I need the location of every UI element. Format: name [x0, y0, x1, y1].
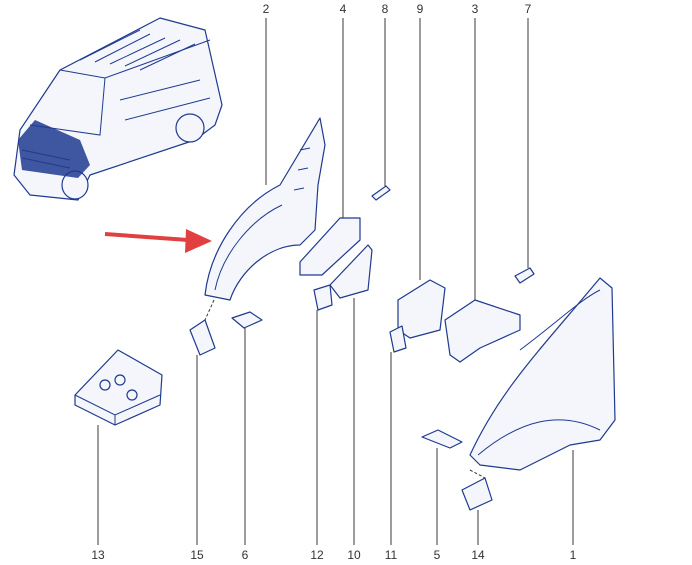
- callout-11: 11: [385, 548, 398, 562]
- callout-7: 7: [525, 2, 532, 16]
- part-7-clip: [514, 267, 535, 284]
- callout-15: 15: [190, 548, 204, 562]
- part-15-bracket: [189, 319, 216, 356]
- part-10-bracket: [329, 244, 373, 299]
- callout-1: 1: [570, 548, 577, 562]
- part-4-bracket: [299, 217, 361, 276]
- part-3-support: [444, 299, 521, 363]
- part-11-clip: [389, 325, 407, 353]
- van-illustration: [13, 17, 223, 201]
- pointer-arrow: [104, 229, 212, 253]
- callout-13: 13: [91, 548, 105, 562]
- callout-14: 14: [471, 548, 485, 562]
- callout-5: 5: [434, 548, 441, 562]
- part-9-bracket: [397, 279, 446, 339]
- part-12-clip: [313, 284, 333, 311]
- part-2-wheel-arch-liner: [204, 117, 326, 301]
- callout-10: 10: [347, 548, 361, 562]
- callout-12: 12: [310, 548, 324, 562]
- callout-2: 2: [263, 2, 270, 16]
- part-6-clip: [231, 311, 263, 329]
- callout-4: 4: [340, 2, 347, 16]
- part-14-bracket: [461, 477, 493, 511]
- part-1-front-fender: [469, 277, 616, 471]
- callout-8: 8: [382, 2, 389, 16]
- part-8-clip: [371, 185, 391, 201]
- callout-9: 9: [417, 2, 424, 16]
- leader-lines: [97, 18, 574, 545]
- callout-labels: 2 4 8 9 3 7 13 15 6 12 10 11 5 14 1: [91, 2, 576, 562]
- part-13-fastener-kit: [74, 349, 163, 426]
- part-5-bracket: [421, 429, 463, 449]
- van-fender-highlight: [18, 120, 90, 178]
- callout-3: 3: [472, 2, 479, 16]
- callout-6: 6: [242, 548, 249, 562]
